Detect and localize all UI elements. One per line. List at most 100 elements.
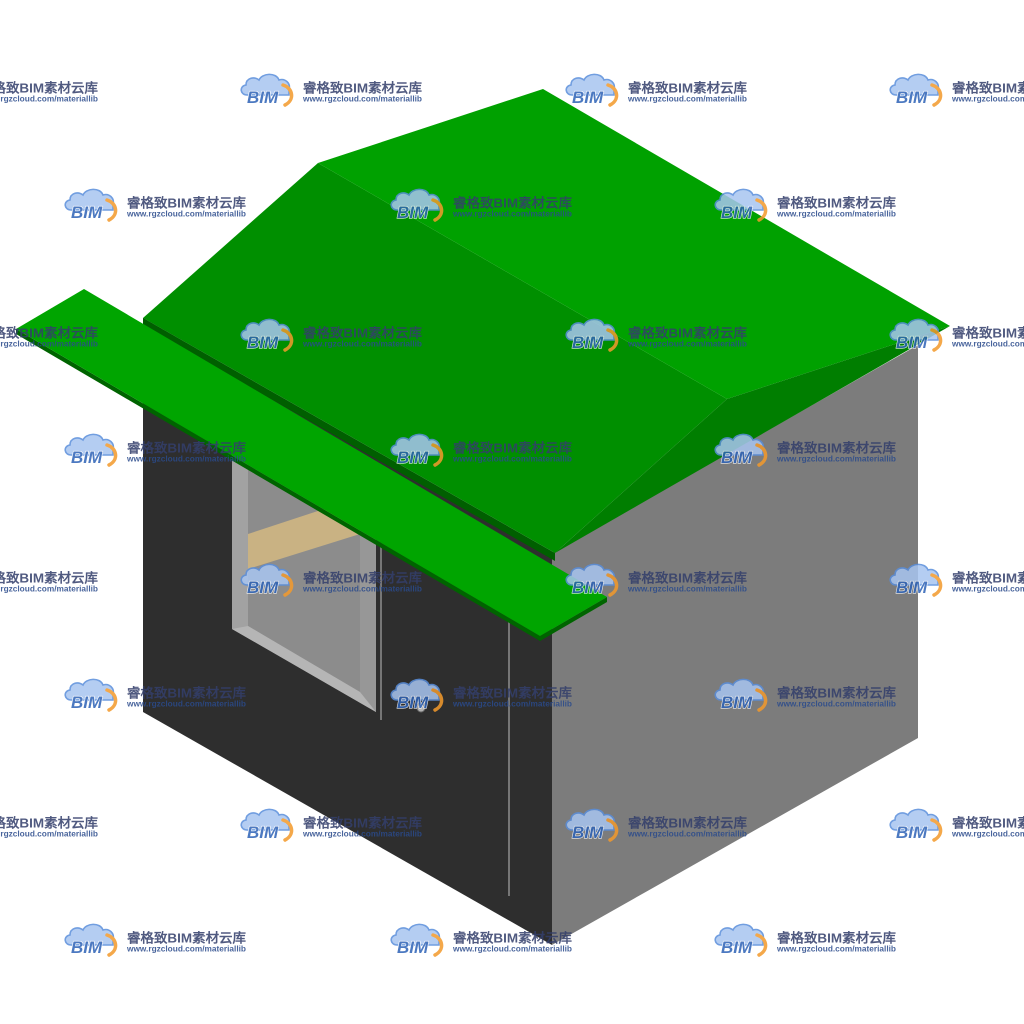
watermark-logo-text: BIM	[721, 203, 753, 222]
watermark-layer: BIM睿格致BIM素材云库www.rgzcloud.com/materialli…	[0, 73, 1024, 958]
watermark-logo-text: BIM	[896, 823, 928, 842]
watermark-url: www.rgzcloud.com/materiallib	[0, 340, 98, 349]
watermark-url: www.rgzcloud.com/materiallib	[126, 700, 246, 709]
watermark-url: www.rgzcloud.com/materiallib	[951, 830, 1024, 839]
logo-orange-arc	[606, 83, 619, 107]
bim-cloud-logo-icon: BIM	[64, 188, 118, 223]
watermark-title: 睿格致BIM素材云库	[628, 816, 747, 831]
logo-orange-arc	[431, 443, 444, 467]
watermark-url: www.rgzcloud.com/materiallib	[627, 830, 747, 839]
booth-model	[16, 89, 950, 945]
watermark-url: www.rgzcloud.com/materiallib	[126, 210, 246, 219]
watermark-url: www.rgzcloud.com/materiallib	[452, 700, 572, 709]
watermark-logo-text: BIM	[721, 938, 753, 957]
bim-cloud-logo-icon: BIM	[714, 188, 768, 223]
watermark-logo-text: BIM	[71, 203, 103, 222]
watermark-title: 睿格致BIM素材云库	[777, 931, 896, 946]
watermark-tile: BIM睿格致BIM素材云库www.rgzcloud.com/materialli…	[0, 571, 98, 594]
logo-orange-arc	[930, 818, 943, 842]
watermark-logo-text: BIM	[572, 333, 604, 352]
bim-cloud-logo-icon: BIM	[714, 433, 768, 468]
logo-orange-arc	[930, 83, 943, 107]
watermark-url: www.rgzcloud.com/materiallib	[951, 585, 1024, 594]
bim-cloud-logo-icon: BIM	[565, 318, 619, 353]
watermark-tile: BIM 睿格致BIM素材云库www.rgzcloud.com/materialli…	[714, 188, 896, 223]
watermark-title: 睿格致BIM素材云库	[127, 441, 246, 456]
watermark-tile: BIM 睿格致BIM素材云库www.rgzcloud.com/materialli…	[889, 808, 1024, 843]
watermark-title: 睿格致BIM素材云库	[952, 326, 1024, 341]
watermark-logo-text: BIM	[71, 448, 103, 467]
watermark-title: 睿格致BIM素材云库	[777, 441, 896, 456]
watermark-url: www.rgzcloud.com/materiallib	[951, 340, 1024, 349]
logo-orange-arc	[105, 933, 118, 957]
watermark-logo-text: BIM	[896, 333, 928, 352]
watermark-url: www.rgzcloud.com/materiallib	[126, 455, 246, 464]
bim-cloud-logo-icon: BIM	[390, 188, 444, 223]
watermark-title: 睿格致BIM素材云库	[0, 571, 98, 586]
logo-cloud-shape	[64, 188, 115, 211]
watermark-title: 睿格致BIM素材云库	[777, 686, 896, 701]
watermark-tile: BIM睿格致BIM素材云库www.rgzcloud.com/materialli…	[0, 326, 98, 349]
watermark-title: 睿格致BIM素材云库	[952, 816, 1024, 831]
watermark-title: 睿格致BIM素材云库	[952, 571, 1024, 586]
eave-board	[16, 289, 607, 641]
logo-cloud-shape	[390, 188, 441, 211]
watermark-url: www.rgzcloud.com/materiallib	[776, 945, 896, 954]
logo-cloud-shape	[889, 73, 940, 96]
logo-orange-arc	[755, 198, 768, 222]
logo-cloud-shape	[64, 433, 115, 456]
watermark-logo-text: BIM	[572, 823, 604, 842]
door-handle	[416, 703, 426, 713]
watermark-tile: BIM 睿格致BIM素材云库www.rgzcloud.com/materialli…	[64, 433, 246, 468]
logo-orange-arc	[431, 688, 444, 712]
eave-board-edge	[16, 329, 540, 641]
logo-cloud-shape	[390, 923, 441, 946]
logo-cloud-shape	[565, 318, 616, 341]
bim-cloud-logo-icon: BIM	[714, 923, 768, 958]
logo-orange-arc	[281, 818, 294, 842]
logo-orange-arc	[930, 573, 943, 597]
watermark-url: www.rgzcloud.com/materiallib	[302, 340, 422, 349]
logo-cloud-shape	[240, 318, 291, 341]
logo-cloud-shape	[714, 923, 765, 946]
watermark-logo-text: BIM	[247, 578, 279, 597]
window-right-jamb	[360, 525, 376, 712]
watermark-url: www.rgzcloud.com/materiallib	[0, 585, 98, 594]
watermark-title: 睿格致BIM素材云库	[453, 686, 572, 701]
watermark-logo-text: BIM	[397, 203, 429, 222]
watermark-logo-text: BIM	[247, 88, 279, 107]
watermark-url: www.rgzcloud.com/materiallib	[627, 95, 747, 104]
watermark-url: www.rgzcloud.com/materiallib	[0, 830, 98, 839]
watermark-logo-text: BIM	[721, 693, 753, 712]
logo-orange-arc	[281, 328, 294, 352]
eave-board-end	[540, 597, 607, 641]
watermark-title: 睿格致BIM素材云库	[777, 196, 896, 211]
watermark-title: 睿格致BIM素材云库	[303, 326, 422, 341]
logo-cloud-shape	[714, 433, 765, 456]
watermark-tile: BIM睿格致BIM素材云库www.rgzcloud.com/materialli…	[889, 563, 1024, 598]
watermark-logo-text: BIM	[572, 88, 604, 107]
watermark-title: 睿格致BIM素材云库	[303, 816, 422, 831]
watermark-tile: BIM 睿格致BIM素材云库www.rgzcloud.com/materialli…	[889, 318, 1024, 353]
watermark-title: 睿格致BIM素材云库	[453, 441, 572, 456]
watermark-url: www.rgzcloud.com/materiallib	[452, 945, 572, 954]
watermark-logo-text: BIM	[721, 448, 753, 467]
watermark-url: www.rgzcloud.com/materiallib	[776, 210, 896, 219]
logo-cloud-shape	[240, 808, 291, 831]
eave-board-top	[16, 289, 607, 636]
watermark-title: 睿格致BIM素材云库	[0, 81, 98, 96]
watermark-title: 睿格致BIM素材云库	[0, 816, 98, 831]
watermark-title: 睿格致BIM素材云库	[127, 196, 246, 211]
watermark-logo-text: BIM	[71, 938, 103, 957]
watermark-title: 睿格致BIM素材云库	[0, 326, 98, 341]
bim-cloud-logo-icon: BIM	[64, 923, 118, 958]
watermark-title: 睿格致BIM素材云库	[453, 196, 572, 211]
